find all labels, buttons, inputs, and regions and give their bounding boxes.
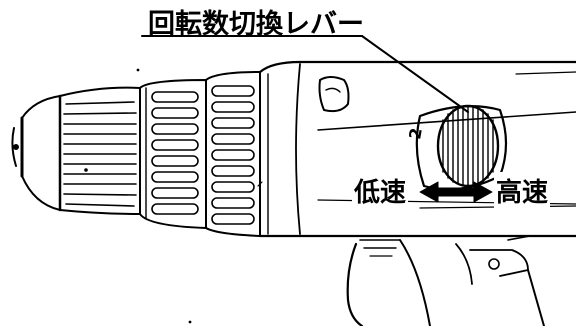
handle-lower — [346, 235, 545, 326]
speed-change-lever — [436, 104, 500, 188]
speed-change-lever-callout-label: 回転数切換レバー — [148, 9, 364, 40]
low-speed-label: 低速 — [352, 172, 409, 209]
high-speed-label: 高速 — [494, 172, 551, 209]
chuck-nose — [11, 95, 61, 211]
drill-body — [258, 60, 576, 238]
mode-ring — [205, 71, 261, 237]
chuck-sleeve — [58, 86, 141, 215]
clutch-ring — [139, 79, 207, 229]
callout-leader — [141, 35, 469, 113]
double-headed-arrow-icon — [419, 181, 493, 203]
stray-marks — [84, 68, 263, 324]
